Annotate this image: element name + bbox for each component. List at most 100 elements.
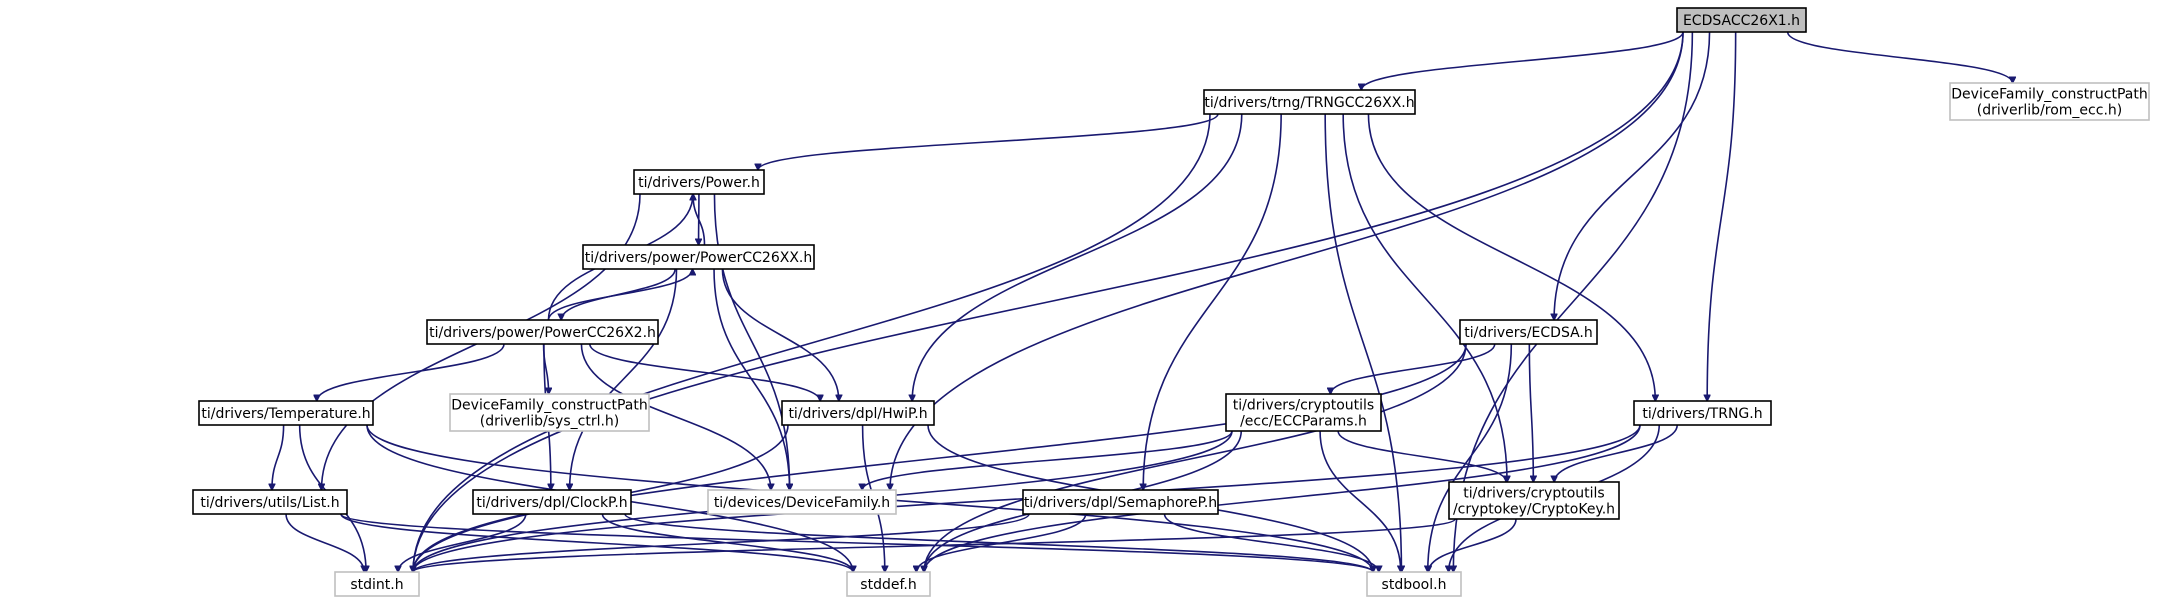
node-box [334, 571, 420, 597]
node-label: ECDSACC26X1.h [1683, 13, 1800, 29]
node-power-cc26x2[interactable]: ti/drivers/power/PowerCC26X2.h [426, 319, 659, 345]
edges-layer [272, 31, 2013, 572]
node-label: ti/drivers/trng/TRNGCC26XX.h [1204, 95, 1414, 111]
edge-root-to-stdint [413, 31, 1684, 572]
node-label: ti/drivers/dpl/SemaphoreP.h [1024, 495, 1217, 511]
edge-ecdsa-to-stdbool [1428, 343, 1513, 572]
edge-trng-cc26xx-to-trng [1367, 113, 1655, 401]
node-box [1459, 319, 1598, 345]
node-label: (driverlib/sys_ctrl.h) [480, 414, 620, 430]
node-box [1949, 82, 2150, 121]
node-box [781, 400, 935, 426]
node-label: ti/drivers/ECDSA.h [1464, 325, 1593, 341]
node-devfam-rom-ecc: DeviceFamily_constructPath(driverlib/rom… [1949, 82, 2150, 121]
node-label: ti/drivers/dpl/ClockP.h [476, 495, 627, 511]
node-stddef: stddef.h [846, 571, 931, 597]
node-box [582, 244, 815, 270]
edge-ecdsa-to-cryptokey [1528, 343, 1533, 482]
edge-ecc-params-to-cryptokey [1337, 430, 1506, 482]
edge-list-to-stdbool [340, 513, 1373, 572]
edge-list-to-stdint [285, 513, 364, 572]
node-label: DeviceFamily_constructPath [1951, 87, 2147, 103]
edge-root-to-ecdsa [1554, 31, 1711, 320]
edge-trng-cc26xx-to-semaphorep [1143, 113, 1282, 490]
node-stdint: stdint.h [334, 571, 420, 597]
node-root[interactable]: ECDSACC26X1.h [1676, 7, 1807, 33]
node-label: stdint.h [350, 577, 403, 593]
edge-power-to-device-family [713, 193, 789, 490]
node-label: ti/drivers/cryptoutils [1233, 398, 1374, 414]
node-ecdsa[interactable]: ti/drivers/ECDSA.h [1459, 319, 1598, 345]
node-box [1022, 489, 1219, 515]
node-trng-cc26xx[interactable]: ti/drivers/trng/TRNGCC26XX.h [1203, 89, 1416, 115]
edge-root-to-trng [1707, 31, 1737, 401]
edge-trng-cc26xx-to-power [758, 113, 1219, 170]
edge-trng-cc26xx-to-cryptokey [1342, 113, 1507, 482]
edge-trng-cc26xx-to-stdbool [1324, 113, 1401, 572]
node-power[interactable]: ti/drivers/Power.h [633, 169, 765, 195]
edge-ecc-params-to-device-family [862, 430, 1233, 490]
node-label: ti/drivers/utils/List.h [200, 495, 339, 511]
edge-root-to-device-family [890, 31, 1684, 490]
edge-root-to-stdbool [1453, 31, 1694, 572]
node-trng[interactable]: ti/drivers/TRNG.h [1633, 400, 1772, 426]
edge-trng-cc26xx-to-hwip [912, 113, 1243, 401]
node-stdbool: stdbool.h [1366, 571, 1462, 597]
node-box [449, 393, 650, 432]
edge-ecdsa-to-stdint [413, 343, 1467, 572]
node-box [633, 169, 765, 195]
node-ecc-params[interactable]: ti/drivers/cryptoutils/ecc/ECCParams.h [1225, 393, 1382, 432]
edge-power-cc26x2-to-hwip [589, 343, 820, 401]
edge-semaphorep-to-stdint [413, 513, 1030, 572]
node-semaphorep[interactable]: ti/drivers/dpl/SemaphoreP.h [1022, 489, 1219, 515]
edge-cryptokey-to-stdbool [1428, 518, 1517, 572]
edge-list-to-stddef [340, 513, 853, 572]
node-device-family: ti/devices/DeviceFamily.h [707, 489, 897, 515]
node-label: stdbool.h [1382, 577, 1447, 593]
node-label: (driverlib/rom_ecc.h) [1977, 103, 2122, 119]
node-box [1203, 89, 1416, 115]
edge-root-to-trng-cc26xx [1361, 31, 1684, 90]
edge-power-cc26xx-to-hwip [721, 268, 838, 401]
node-label: ti/drivers/dpl/HwiP.h [788, 406, 927, 422]
edge-cryptokey-to-stdint [413, 518, 1456, 572]
edge-temperature-to-list [272, 424, 285, 490]
node-box [707, 489, 897, 515]
node-label: DeviceFamily_constructPath [451, 398, 647, 414]
edge-power-cc26xx-to-clockp [570, 268, 678, 490]
node-label: /ecc/ECCParams.h [1240, 414, 1367, 430]
edge-trng-to-cryptokey [1554, 424, 1679, 482]
nodes-layer: ECDSACC26X1.h ti/drivers/trng/TRNGCC26XX.… [192, 7, 2150, 597]
node-list[interactable]: ti/drivers/utils/List.h [192, 489, 348, 515]
node-clockp[interactable]: ti/drivers/dpl/ClockP.h [472, 489, 632, 515]
edge-power-cc26x2-to-device-family [580, 343, 770, 490]
node-temperature[interactable]: ti/drivers/Temperature.h [198, 400, 374, 426]
node-label: ti/drivers/power/PowerCC26X2.h [429, 325, 656, 341]
node-box [846, 571, 931, 597]
node-box [426, 319, 659, 345]
node-label: /cryptokey/CryptoKey.h [1453, 502, 1615, 518]
node-cryptokey[interactable]: ti/drivers/cryptoutils/cryptokey/CryptoK… [1448, 481, 1620, 520]
node-box [1676, 7, 1807, 33]
node-box [472, 489, 632, 515]
edge-power-cc26x2-to-temperature [317, 343, 505, 401]
node-label: ti/devices/DeviceFamily.h [714, 495, 890, 511]
node-power-cc26xx[interactable]: ti/drivers/power/PowerCC26XX.h [582, 244, 815, 270]
edge-root-to-devfam-rom-ecc [1786, 31, 2013, 83]
node-label: ti/drivers/power/PowerCC26XX.h [585, 250, 812, 266]
node-hwip[interactable]: ti/drivers/dpl/HwiP.h [781, 400, 935, 426]
edge-ecc-params-to-stdbool [1319, 430, 1401, 572]
edge-trng-cc26xx-to-stdint [413, 113, 1211, 572]
edge-power-cc26x2-to-power-cc26xx [547, 269, 693, 321]
edge-semaphorep-to-stdbool [1163, 513, 1379, 572]
node-box [1448, 481, 1620, 520]
node-label: stddef.h [860, 577, 916, 593]
node-box [1366, 571, 1462, 597]
node-box [192, 489, 348, 515]
node-box [198, 400, 374, 426]
node-box [1633, 400, 1772, 426]
edge-ecdsa-to-ecc-params [1331, 343, 1496, 394]
node-label: ti/drivers/cryptoutils [1463, 486, 1604, 502]
node-box [1225, 393, 1382, 432]
